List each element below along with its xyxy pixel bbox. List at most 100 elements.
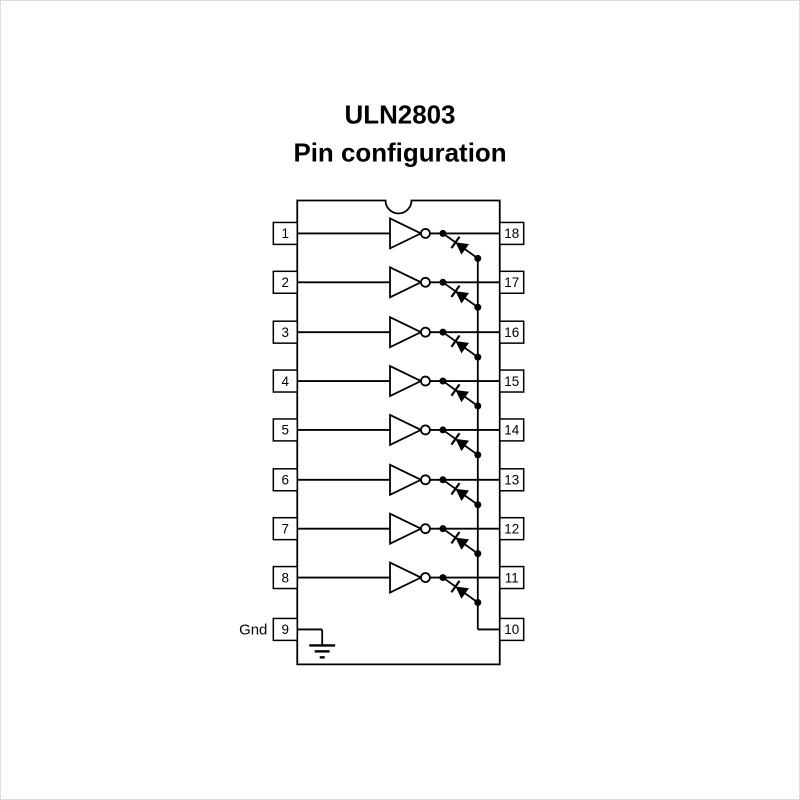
pin-number-13: 13 (504, 473, 519, 488)
bus-junction-dot (474, 402, 482, 410)
flyback-diode-icon-18 (450, 236, 469, 255)
inverter-bubble-icon-2 (420, 276, 431, 288)
pin-number-18: 18 (504, 226, 519, 241)
ground-connection (297, 628, 336, 659)
flyback-diode-icon-14 (450, 432, 469, 452)
pin-number-11: 11 (505, 570, 519, 585)
right-pin-11: 11 (499, 565, 525, 590)
output-junction-dot (439, 525, 447, 533)
pin-box-17 (499, 270, 525, 295)
right-pin-13: 13 (499, 468, 525, 492)
right-pin-18: 18 (499, 221, 525, 246)
channel-7 (297, 512, 500, 558)
output-junction-dot (439, 377, 447, 385)
flyback-diode-icon-17 (450, 284, 469, 304)
inverter-bubble-icon-7 (420, 523, 431, 535)
left-pin-6: 6 (272, 468, 299, 492)
pin-box-13 (499, 468, 525, 492)
bus-junction-dot (474, 353, 482, 361)
pin-box-9 (272, 617, 299, 642)
left-pin-2: 2 (272, 270, 299, 295)
inverter-icon-1 (389, 217, 424, 250)
pin-number-9: 9 (282, 622, 289, 637)
left-pin-7: 7 (272, 516, 299, 541)
pin-number-12: 12 (504, 521, 519, 536)
output-junction-dot (439, 328, 447, 336)
pin-box-1 (272, 221, 299, 246)
right-pin-10: 10 (499, 617, 525, 642)
inverter-bubble-icon-6 (420, 474, 431, 486)
inverter-icon-4 (389, 364, 424, 398)
pin-number-8: 8 (282, 570, 289, 585)
left-pins: 1 2 3 4 5 6 7 8 9 (272, 221, 299, 642)
left-pin-4: 4 (272, 369, 299, 393)
bus-junction-dot (474, 599, 482, 606)
gnd-label: Gnd (239, 621, 267, 638)
pin-box-11 (499, 565, 525, 590)
left-pin-9: 9 (272, 617, 299, 642)
inverter-icon-7 (389, 512, 424, 546)
bus-junction-dot (474, 254, 482, 262)
pin-number-2: 2 (282, 275, 289, 290)
bus-junction-dot (474, 451, 482, 459)
pin-box-14 (499, 418, 525, 442)
channel-5 (297, 413, 500, 459)
ground-symbol-icon (309, 644, 336, 659)
flyback-diode-icon-13 (450, 482, 469, 502)
pin-number-17: 17 (504, 275, 519, 290)
pin-box-7 (272, 516, 299, 541)
driver-channels (297, 217, 500, 606)
left-pin-3: 3 (272, 320, 299, 344)
title-line2: Pin configuration (293, 140, 506, 168)
right-pin-16: 16 (499, 320, 525, 344)
pin-number-6: 6 (282, 473, 289, 488)
pin-box-12 (499, 516, 525, 541)
right-pin-14: 14 (499, 418, 525, 442)
pin-box-16 (499, 320, 525, 344)
inverter-bubble-icon-1 (420, 228, 431, 239)
pin-box-8 (272, 565, 299, 590)
inverter-icon-8 (389, 561, 424, 594)
pin-number-7: 7 (282, 521, 289, 536)
output-junction-dot (439, 229, 447, 237)
pin-number-1: 1 (282, 226, 289, 241)
right-pin-15: 15 (499, 369, 525, 393)
pin-box-18 (499, 221, 525, 246)
pin-number-14: 14 (504, 423, 519, 438)
inverter-bubble-icon-8 (420, 572, 431, 583)
output-junction-dot (439, 278, 447, 286)
pin-number-10: 10 (504, 622, 519, 637)
pin-box-4 (272, 369, 299, 393)
right-pin-12: 12 (499, 516, 525, 541)
channel-1 (297, 217, 500, 262)
inverter-bubble-icon-3 (420, 326, 431, 338)
pin-box-10 (499, 617, 525, 642)
right-pins: 18 17 16 15 14 13 12 11 10 (499, 221, 525, 642)
left-pin-5: 5 (272, 418, 299, 442)
bus-junction-dot (474, 303, 482, 311)
left-pin-8: 8 (272, 565, 299, 590)
pin-number-16: 16 (504, 325, 519, 340)
right-pin-17: 17 (499, 270, 525, 295)
inverter-icon-3 (389, 315, 424, 349)
output-junction-dot (439, 574, 447, 582)
output-junction-dot (439, 426, 447, 434)
channel-8 (297, 561, 500, 606)
channel-3 (297, 315, 500, 361)
flyback-diode-icon-15 (450, 383, 469, 403)
pin-box-2 (272, 270, 299, 295)
pin-number-3: 3 (282, 325, 289, 340)
inverter-icon-2 (389, 265, 424, 299)
channel-2 (297, 265, 500, 311)
inverter-icon-6 (389, 463, 424, 497)
pin-number-5: 5 (282, 423, 289, 438)
left-pin-1: 1 (272, 221, 299, 246)
pin-number-15: 15 (504, 374, 519, 389)
pin-box-3 (272, 320, 299, 344)
pin-number-4: 4 (282, 374, 290, 389)
channel-6 (297, 463, 500, 509)
bus-junction-dot (474, 550, 482, 558)
bus-junction-dot (474, 501, 482, 509)
output-junction-dot (439, 476, 447, 484)
